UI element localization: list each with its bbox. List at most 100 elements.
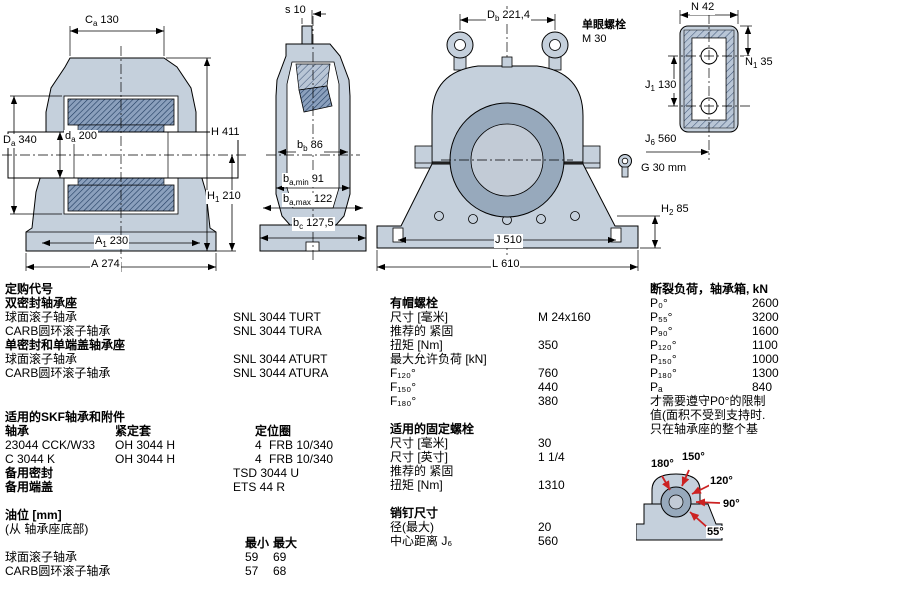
base-slot [305,241,320,252]
spec-row: P₉₀°1600 [650,324,779,338]
spec-row: 最大允许负荷 [kN] [390,352,487,366]
shaft-bore [449,102,565,218]
load-angle-120: 120° [709,475,734,487]
top-view-drawing [646,10,752,160]
spec-row: 扭矩 [Nm]1310 [390,478,565,492]
cap-bolts-title: 有帽螺栓 [390,296,439,310]
pin-title: 销钉尺寸 [390,506,439,520]
load-angle-90: 90° [722,498,741,510]
spec-row: 径(最大)20 [390,520,552,534]
spec-row: 值(面积不受到支持时. [650,408,766,422]
spec-row: 推荐的 紧固 [390,324,454,338]
bearings-title: 适用的SKF轴承和附件 [5,410,126,424]
breaking-loads-title: 断裂负荷，轴承箱, kN [650,282,769,296]
single-seal-heading: 单密封和单端盖轴承座 [5,338,126,352]
oil-level-title: 油位 [mm] [5,508,62,522]
roller-section [298,85,333,113]
note-lines: 才需要遵守P0°的限制值(面积不受到支持时.只在轴承座的整个基 [650,394,898,436]
spec-row: P₅₅°3200 [650,310,779,324]
bearing-table-header: 轴承 紧定套 定位圈 [5,424,385,438]
front-section-drawing [2,26,246,274]
spec-row: 才需要遵守P0°的限制 [650,394,766,408]
bearing-row: 23044 CCK/W33 OH 3044 H 4 FRB 10/340 [5,438,334,452]
eyebolt-label: 单眼螺栓 [581,19,627,31]
base-bolts [434,211,580,225]
spec-row: P₁₈₀°1300 [650,366,779,380]
col-bearing: 轴承 [5,424,30,438]
spec-row: F₁₈₀°380 [390,394,559,408]
oil-table-header: 最小 最大 [245,536,298,550]
oil-level-subtitle: (从 轴承座底部) [5,522,89,536]
spec-row: P₁₂₀°1100 [650,338,778,352]
split-boss-right [582,145,601,169]
grease-nipple [501,56,513,68]
ordering-title: 定购代号 [5,282,54,296]
eye-bolt-right [541,31,569,71]
load-angle-150: 150° [681,451,706,463]
eyebolt-size-label: M 30 [581,33,608,45]
spec-row: F₁₅₀°440 [390,380,559,394]
spec-row: 推荐的 紧固 [390,464,454,478]
eye-bolt-icon [614,153,636,184]
spec-row: 尺寸 [毫米]M 24x160 [390,310,591,324]
top-stud [301,25,313,45]
dimension-lines [260,10,366,242]
load-direction-diagram [636,469,723,541]
spec-row: 尺寸 [英寸]1 1/4 [390,450,565,464]
front-view-drawing [376,6,661,271]
double-seal-heading: 双密封轴承座 [5,296,78,310]
split-boss-left [414,145,433,169]
bearing-row: C 3044 K OH 3044 H 4 FRB 10/340 [5,452,334,466]
spec-row: F₁₂₀°760 [390,366,559,380]
fixing-bolts-title: 适用的固定螺栓 [390,422,475,436]
spec-row: 扭矩 [Nm]350 [390,338,559,352]
spec-row: P₁₅₀°1000 [650,352,779,366]
col-ring: 定位圈 [255,424,292,438]
spec-row: 尺寸 [毫米]30 [390,436,552,450]
spec-row: P₀°2600 [650,296,779,310]
eye-bolt-left [446,31,474,71]
load-angle-55: 55° [706,526,725,538]
load-arrows [661,469,721,529]
